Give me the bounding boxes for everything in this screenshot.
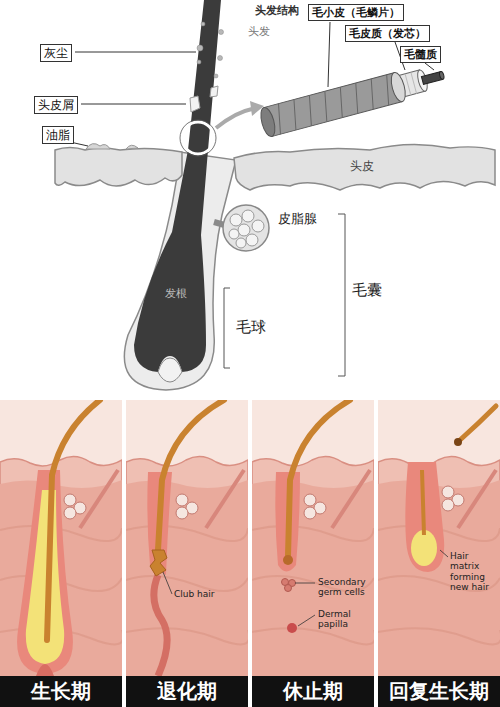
callout-box: 毛小皮（毛鳞片） xyxy=(308,4,404,21)
hair-cross-section xyxy=(258,60,447,138)
brackets xyxy=(224,214,345,376)
part-label: 皮脂腺 xyxy=(278,212,317,227)
part-label: Club hair xyxy=(174,589,234,599)
part-label: 毛球 xyxy=(236,319,266,336)
dandruff xyxy=(190,86,218,112)
node-text: 退化期 xyxy=(157,678,217,705)
dermal-papilla xyxy=(158,358,182,382)
part-label: 发根 xyxy=(165,288,187,301)
phase-bar: 回复生长期 xyxy=(378,676,500,707)
part-label: 头皮 xyxy=(350,160,374,174)
part-label: Dermal papilla xyxy=(318,609,366,630)
node-text: 毛髓质 xyxy=(404,48,437,61)
scalp xyxy=(55,144,495,190)
highlight-circle xyxy=(182,122,214,154)
part-label: 头发 xyxy=(248,26,270,39)
callout-box: 头皮屑 xyxy=(34,96,78,114)
leader-lines xyxy=(70,22,434,146)
callout-box: 灰尘 xyxy=(40,44,72,62)
phase-bar: 休止期 xyxy=(252,676,374,707)
zoom-arrow xyxy=(216,101,264,128)
oil-blobs xyxy=(86,144,138,149)
callout-box: 毛髓质 xyxy=(400,46,441,63)
phase-bar: 生长期 xyxy=(0,676,122,707)
hair-shaft xyxy=(134,0,221,372)
cycle-leader-lines xyxy=(163,550,448,626)
telogen-panel xyxy=(252,400,375,676)
callout-box: 油脂 xyxy=(42,126,74,144)
part-label: Secondary germ cells xyxy=(318,577,366,598)
node-text: 休止期 xyxy=(283,678,343,705)
dust xyxy=(197,22,224,78)
growth-phase-panel xyxy=(0,400,123,676)
catagen-panel xyxy=(126,400,249,676)
part-label: Hair matrix forming new hair xyxy=(450,551,496,592)
node-text: 毛皮质（发芯） xyxy=(349,27,426,40)
part-label: 毛囊 xyxy=(352,282,382,299)
node-text: 生长期 xyxy=(31,678,91,705)
sebaceous-gland xyxy=(214,205,269,251)
node-text: 毛小皮（毛鳞片） xyxy=(312,6,400,19)
phase-bar: 退化期 xyxy=(126,676,248,707)
node-text: 回复生长期 xyxy=(389,678,489,705)
new-anagen-panel xyxy=(378,400,500,676)
node-text: 油脂 xyxy=(46,128,70,142)
highlight-circle-edge xyxy=(180,120,216,156)
node-text: 灰尘 xyxy=(44,46,68,60)
node-text: 头皮屑 xyxy=(38,98,74,112)
heading-label: 头发结构 xyxy=(255,5,299,18)
callout-box: 毛皮质（发芯） xyxy=(345,25,430,42)
